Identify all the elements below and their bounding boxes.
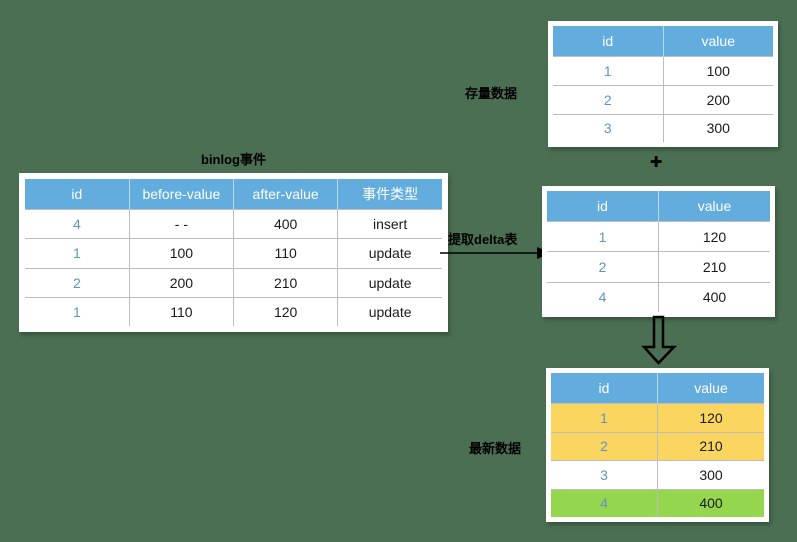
table-cell: 200: [662, 84, 773, 114]
column-header: id: [553, 26, 663, 57]
table-cell: 1: [25, 296, 130, 326]
table-cell: 110: [128, 296, 234, 326]
table-cell: 4: [551, 488, 658, 517]
table-cell: 400: [232, 208, 338, 239]
column-header: id: [25, 179, 130, 210]
table-cell: 120: [658, 220, 770, 252]
table-cell: 120: [657, 403, 764, 433]
table-cell: 2: [551, 431, 658, 461]
table-cell: update: [337, 238, 442, 269]
table-cell: 3: [553, 113, 663, 142]
column-header: id: [551, 373, 658, 404]
table-cell: insert: [337, 208, 442, 239]
table-cell: 200: [128, 267, 234, 298]
table-cell: 110: [232, 238, 338, 269]
table-cell: 1: [551, 403, 658, 433]
table-cell: 210: [232, 267, 338, 298]
table-cell: 300: [657, 460, 764, 490]
table-cell: 1: [547, 220, 659, 252]
table-cell: 1: [553, 56, 663, 86]
table-cell: - -: [128, 208, 234, 239]
column-header: after-value: [232, 179, 338, 210]
table-cell: update: [337, 296, 442, 326]
table-cell: 1: [25, 238, 130, 269]
latest-data-label: 最新数据: [468, 441, 521, 456]
table-cell: 2: [25, 267, 130, 298]
table-cell: 4: [25, 208, 130, 239]
column-header: 事件类型: [337, 179, 442, 210]
column-header: value: [658, 191, 770, 222]
extract-delta-label: 提取delta表: [448, 232, 518, 247]
table-cell: 2: [547, 251, 659, 283]
column-header: value: [662, 26, 773, 57]
column-header: id: [547, 191, 659, 222]
table-cell: 400: [657, 488, 764, 517]
merge-down-arrow-icon: [641, 315, 677, 365]
table-cell: 100: [128, 238, 234, 269]
column-header: before-value: [128, 179, 234, 210]
extract-delta-arrow-icon: [440, 247, 551, 259]
table-cell: 210: [657, 431, 764, 461]
table-cell: 400: [658, 281, 770, 312]
table-cell: 210: [658, 251, 770, 283]
column-header: value: [657, 373, 764, 404]
plus-operator-icon: ✚: [649, 154, 663, 171]
table-cell: update: [337, 267, 442, 298]
table-cell: 120: [232, 296, 338, 326]
table-cell: 2: [553, 84, 663, 114]
table-cell: 100: [662, 56, 773, 86]
stock-data-label: 存量数据: [464, 86, 517, 101]
table-cell: 4: [547, 281, 659, 312]
table-cell: 300: [662, 113, 773, 142]
binlog-table-title: binlog事件: [201, 152, 266, 167]
table-cell: 3: [551, 460, 658, 490]
